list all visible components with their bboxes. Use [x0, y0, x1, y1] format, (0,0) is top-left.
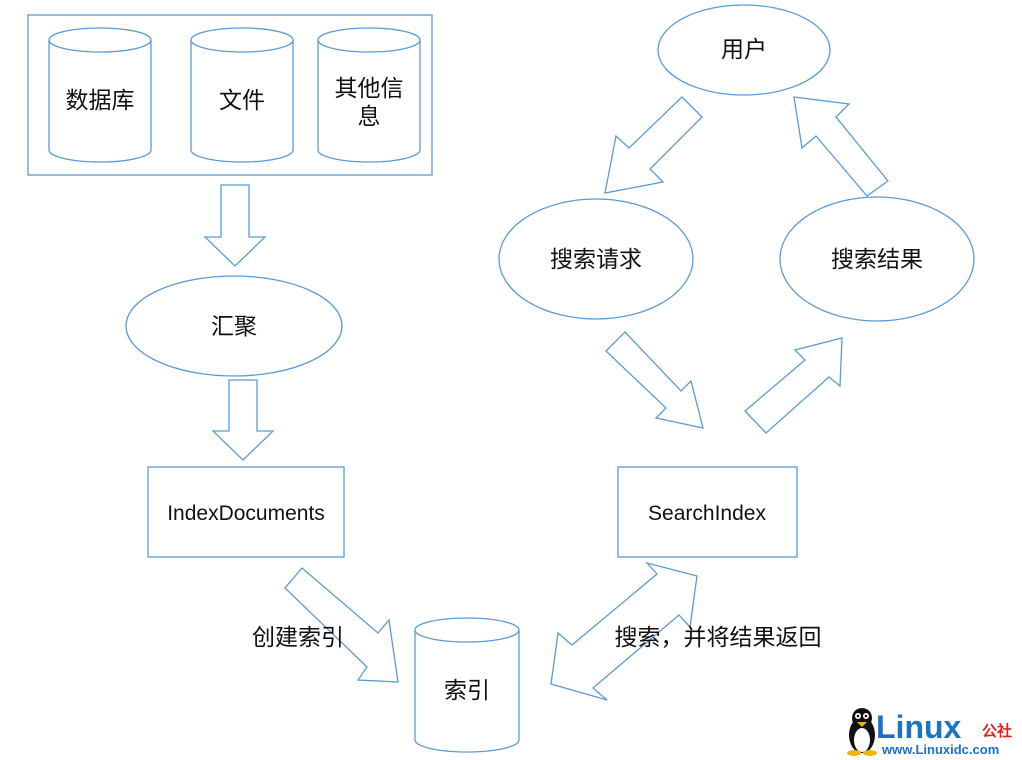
search-result-label: 搜索结果	[831, 247, 923, 273]
create-index-label: 创建索引	[252, 625, 344, 651]
penguin-icon	[847, 708, 877, 756]
diagonal-arrow-create-index	[284, 567, 399, 683]
other-info-cylinder: 其他信 息	[317, 27, 421, 163]
watermark-url: www.Linuxidc.com	[881, 742, 999, 757]
search-result-node: 搜索结果	[779, 196, 975, 322]
watermark-brand-cn: 公社	[982, 722, 1012, 740]
search-and-return-label: 搜索，并将结果返回	[615, 625, 822, 651]
arrow-search-request-to-searchindex	[605, 331, 704, 429]
indexdocuments-label: IndexDocuments	[167, 502, 325, 525]
user-label: 用户	[721, 37, 767, 63]
double-arrow-searchindex-index	[550, 561, 698, 701]
search-request-label: 搜索请求	[550, 247, 642, 273]
linuxidc-watermark: Linux 公社 www.Linuxidc.com	[847, 708, 1012, 757]
index-store-cylinder: 索引	[414, 617, 520, 753]
arrow-user-to-search-request	[604, 96, 703, 194]
database-cylinder: 数据库	[48, 27, 152, 163]
file-label: 文件	[219, 88, 265, 114]
down-arrow-aggregate-to-indexdocuments	[211, 379, 275, 461]
aggregate-node: 汇聚	[125, 275, 343, 377]
arrow-searchindex-to-search-result	[744, 337, 843, 434]
watermark-brand: Linux	[876, 709, 962, 745]
user-node: 用户	[657, 4, 831, 96]
other-info-label-line1: 其他信	[335, 76, 404, 102]
search-request-node: 搜索请求	[498, 198, 694, 320]
index-store-label: 索引	[444, 678, 490, 704]
aggregate-label: 汇聚	[211, 314, 257, 340]
down-arrow-sources-to-aggregate	[203, 184, 267, 267]
arrow-search-result-to-user	[793, 96, 889, 197]
other-info-label-line2: 息	[358, 104, 381, 130]
searchindex-label: SearchIndex	[648, 502, 766, 525]
file-cylinder: 文件	[190, 27, 294, 163]
indexdocuments-node: IndexDocuments	[147, 466, 345, 558]
searchindex-node: SearchIndex	[617, 466, 798, 558]
database-label: 数据库	[66, 88, 135, 114]
